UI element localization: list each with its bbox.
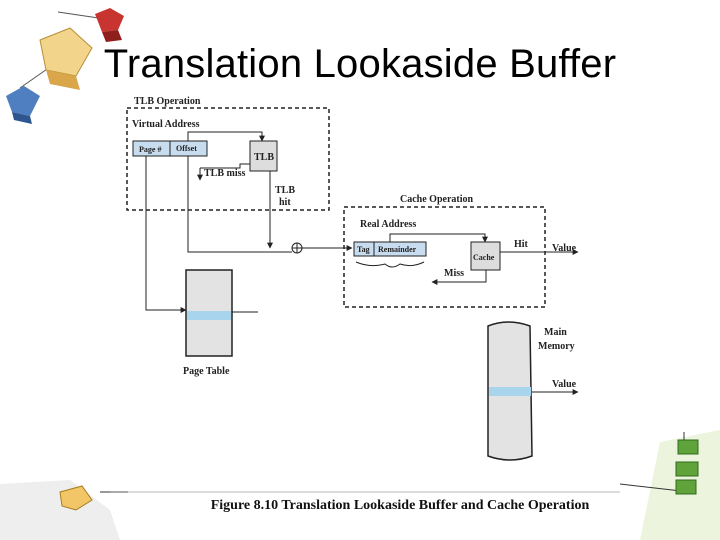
main-memory-label-1: Main [544,327,567,338]
tlb-box [249,140,278,172]
decorative-blocks-icon [620,430,720,540]
virtual-address-label: Virtual Address [132,119,200,130]
real-address-label: Real Address [360,219,416,230]
page-number-label: Page # [139,145,161,154]
tag-label: Tag [357,245,370,254]
offset-label: Offset [176,144,197,153]
page-table-entry [187,311,231,320]
tlb-operation-label: TLB Operation [134,96,201,107]
decorative-cubes-icon [6,8,124,124]
main-memory-label-2: Memory [538,341,575,352]
decorative-hand-icon [0,480,128,540]
tlb-label: TLB [254,152,274,163]
memory-value-label: Value [552,379,577,390]
remainder-field [373,241,427,257]
cache-label: Cache [473,253,495,262]
tlb-hit-label-1: TLB [275,185,295,196]
tlb-hit-label-2: hit [279,197,291,208]
tlb-operation-box [126,107,330,211]
cache-operation-box [343,206,546,308]
main-memory-entry [489,387,531,396]
hit-label: Hit [514,239,529,250]
figure-caption: Figure 8.10 Translation Lookaside Buffer… [210,498,590,513]
slide-title: Translation Lookaside Buffer [103,42,617,86]
page-table-label: Page Table [183,366,230,377]
cache-operation-label: Cache Operation [400,194,473,205]
cache-value-label: Value [552,243,577,254]
tlb-miss-label: TLB miss [204,168,246,179]
remainder-label: Remainder [378,245,417,254]
miss-label: Miss [444,268,464,279]
